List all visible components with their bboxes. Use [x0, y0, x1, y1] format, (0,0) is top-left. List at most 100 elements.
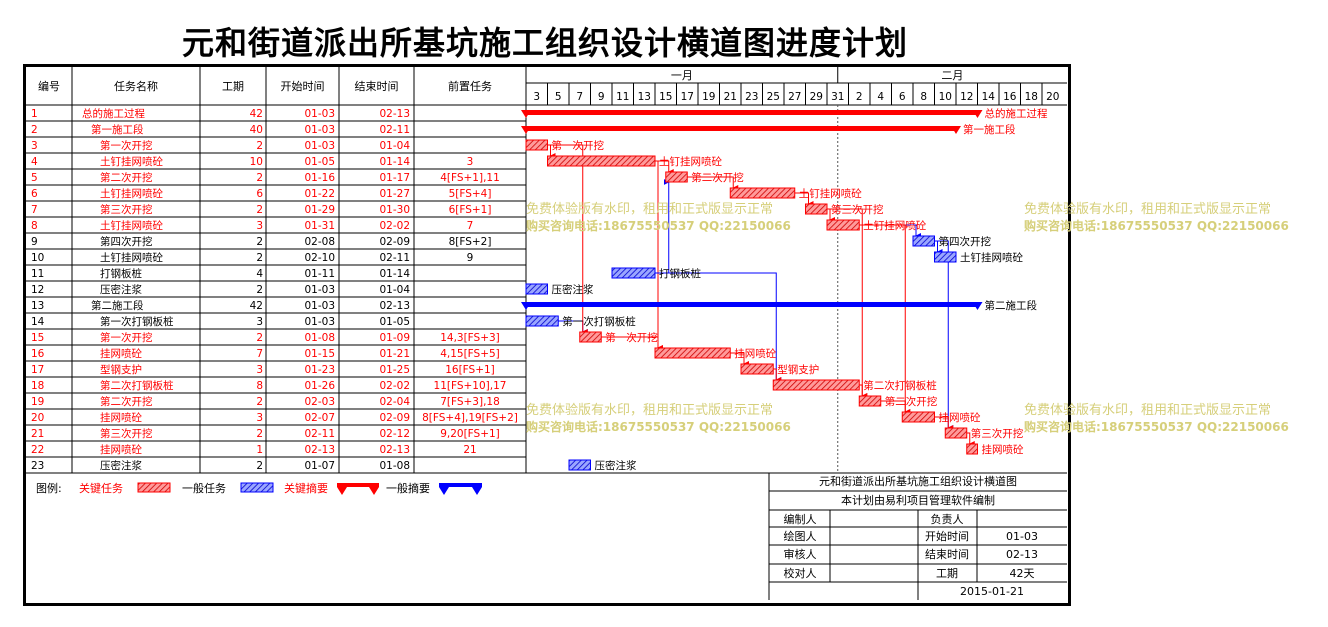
task-end: 02-12 [379, 428, 410, 440]
task-end: 02-11 [379, 124, 410, 136]
summary-bar-start-cap [521, 302, 531, 310]
bar-label: 土钉挂网喷砼 [960, 251, 1023, 264]
day-tick-label: 7 [576, 91, 583, 103]
watermark-text: 购买咨询电话:18675550537 QQ:22150066 [526, 419, 791, 434]
task-start: 01-31 [304, 220, 335, 232]
task-bar [729, 187, 796, 199]
task-duration: 6 [256, 188, 263, 200]
task-name: 第四次开挖 [100, 235, 153, 248]
task-pred: 7 [467, 220, 474, 232]
summary-bar-start-cap [521, 110, 531, 118]
task-end: 01-05 [379, 316, 410, 328]
bar-label: 挂网喷砼 [982, 443, 1024, 456]
info-box-title: 元和街道派出所基坑施工组织设计横道图 [819, 474, 1017, 488]
task-duration: 2 [256, 252, 263, 264]
task-id: 16 [31, 348, 45, 360]
task-bar [611, 267, 656, 279]
page-title: 元和街道派出所基坑施工组织设计横道图进度计划 [181, 24, 908, 62]
info-box-label: 结束时间 [925, 548, 969, 561]
task-bar [944, 427, 968, 439]
task-pred: 9 [467, 252, 474, 264]
task-start: 01-03 [304, 300, 335, 312]
task-start: 01-26 [304, 380, 335, 392]
task-start: 02-03 [304, 396, 335, 408]
task-pred: 16[FS+1] [445, 364, 495, 376]
bar-label: 第二施工段 [985, 299, 1038, 312]
task-duration: 3 [256, 220, 263, 232]
day-tick-label: 21 [724, 91, 737, 103]
day-tick-label: 6 [899, 91, 906, 103]
task-id: 2 [31, 124, 38, 136]
task-name: 土钉挂网喷砼 [100, 219, 163, 232]
task-name: 第二次打钢板桩 [100, 379, 174, 392]
day-tick-label: 29 [810, 91, 823, 103]
dependency-link [655, 272, 782, 383]
task-duration: 40 [250, 124, 263, 136]
task-pred: 14,3[FS+3] [440, 332, 500, 344]
bar-label: 第一次打钢板桩 [562, 315, 636, 328]
task-name: 第三次开挖 [100, 203, 153, 216]
day-tick-label: 11 [616, 91, 629, 103]
day-tick-label: 3 [533, 91, 540, 103]
task-id: 23 [31, 460, 44, 472]
task-duration: 7 [256, 348, 263, 360]
day-tick-label: 15 [659, 91, 672, 103]
task-end: 02-13 [379, 444, 410, 456]
chart-frame [23, 64, 1071, 606]
task-id: 12 [31, 284, 44, 296]
day-tick-label: 13 [638, 91, 651, 103]
task-id: 17 [31, 364, 44, 376]
task-start: 02-11 [304, 428, 335, 440]
dependency-link [827, 208, 868, 399]
task-bar [665, 171, 688, 183]
task-end: 01-21 [379, 348, 410, 360]
day-tick-label: 25 [767, 91, 780, 103]
task-pred: 7[FS+3],18 [440, 396, 500, 408]
bar-label: 第四次开挖 [939, 235, 992, 248]
task-bar [772, 379, 860, 391]
task-id: 6 [31, 188, 38, 200]
task-duration: 3 [256, 364, 263, 376]
task-pred: 5[FS+4] [449, 188, 492, 200]
task-name: 总的施工过程 [82, 107, 145, 120]
bar-label: 第一次开挖 [552, 139, 605, 152]
dependency-link [773, 368, 782, 383]
task-start: 02-10 [304, 252, 335, 264]
watermark-text: 免费体验版有水印，租用和正式版显示正常 [526, 201, 773, 217]
column-header-duration: 工期 [222, 80, 244, 93]
task-name: 土钉挂网喷砼 [100, 155, 163, 168]
dependency-link [859, 224, 911, 415]
legend-critical-summary-text: 关键摘要 [284, 481, 328, 495]
task-end: 01-17 [379, 172, 410, 184]
task-id: 13 [31, 300, 44, 312]
task-name: 第二施工段 [91, 299, 144, 312]
task-end: 02-02 [379, 380, 410, 392]
bar-label: 打钢板桩 [659, 267, 701, 280]
day-tick-label: 4 [877, 91, 884, 103]
task-pred: 11[FS+10],17 [434, 380, 507, 392]
task-start: 02-08 [304, 236, 335, 248]
task-start: 01-08 [304, 332, 335, 344]
task-bar [547, 155, 656, 167]
task-duration: 3 [256, 412, 263, 424]
dependency-link [880, 400, 911, 415]
task-name: 挂网喷砼 [100, 411, 142, 424]
dependency-link [934, 240, 954, 431]
info-box-value: 02-13 [1006, 548, 1038, 561]
task-start: 01-07 [304, 460, 335, 472]
task-duration: 2 [256, 236, 263, 248]
task-id: 11 [31, 268, 44, 280]
task-bar [525, 139, 548, 151]
task-id: 21 [31, 428, 44, 440]
task-pred: 3 [467, 156, 474, 168]
bar-label: 第三次开挖 [971, 427, 1024, 440]
bar-label: 第三次开挖 [831, 203, 884, 216]
task-id: 18 [31, 380, 44, 392]
task-duration: 4 [256, 268, 263, 280]
task-end: 01-08 [379, 460, 410, 472]
task-id: 1 [31, 108, 38, 120]
task-id: 5 [31, 172, 38, 184]
task-id: 14 [31, 316, 45, 328]
task-end: 01-27 [379, 188, 410, 200]
legend-critical-task-swatch [137, 482, 171, 493]
